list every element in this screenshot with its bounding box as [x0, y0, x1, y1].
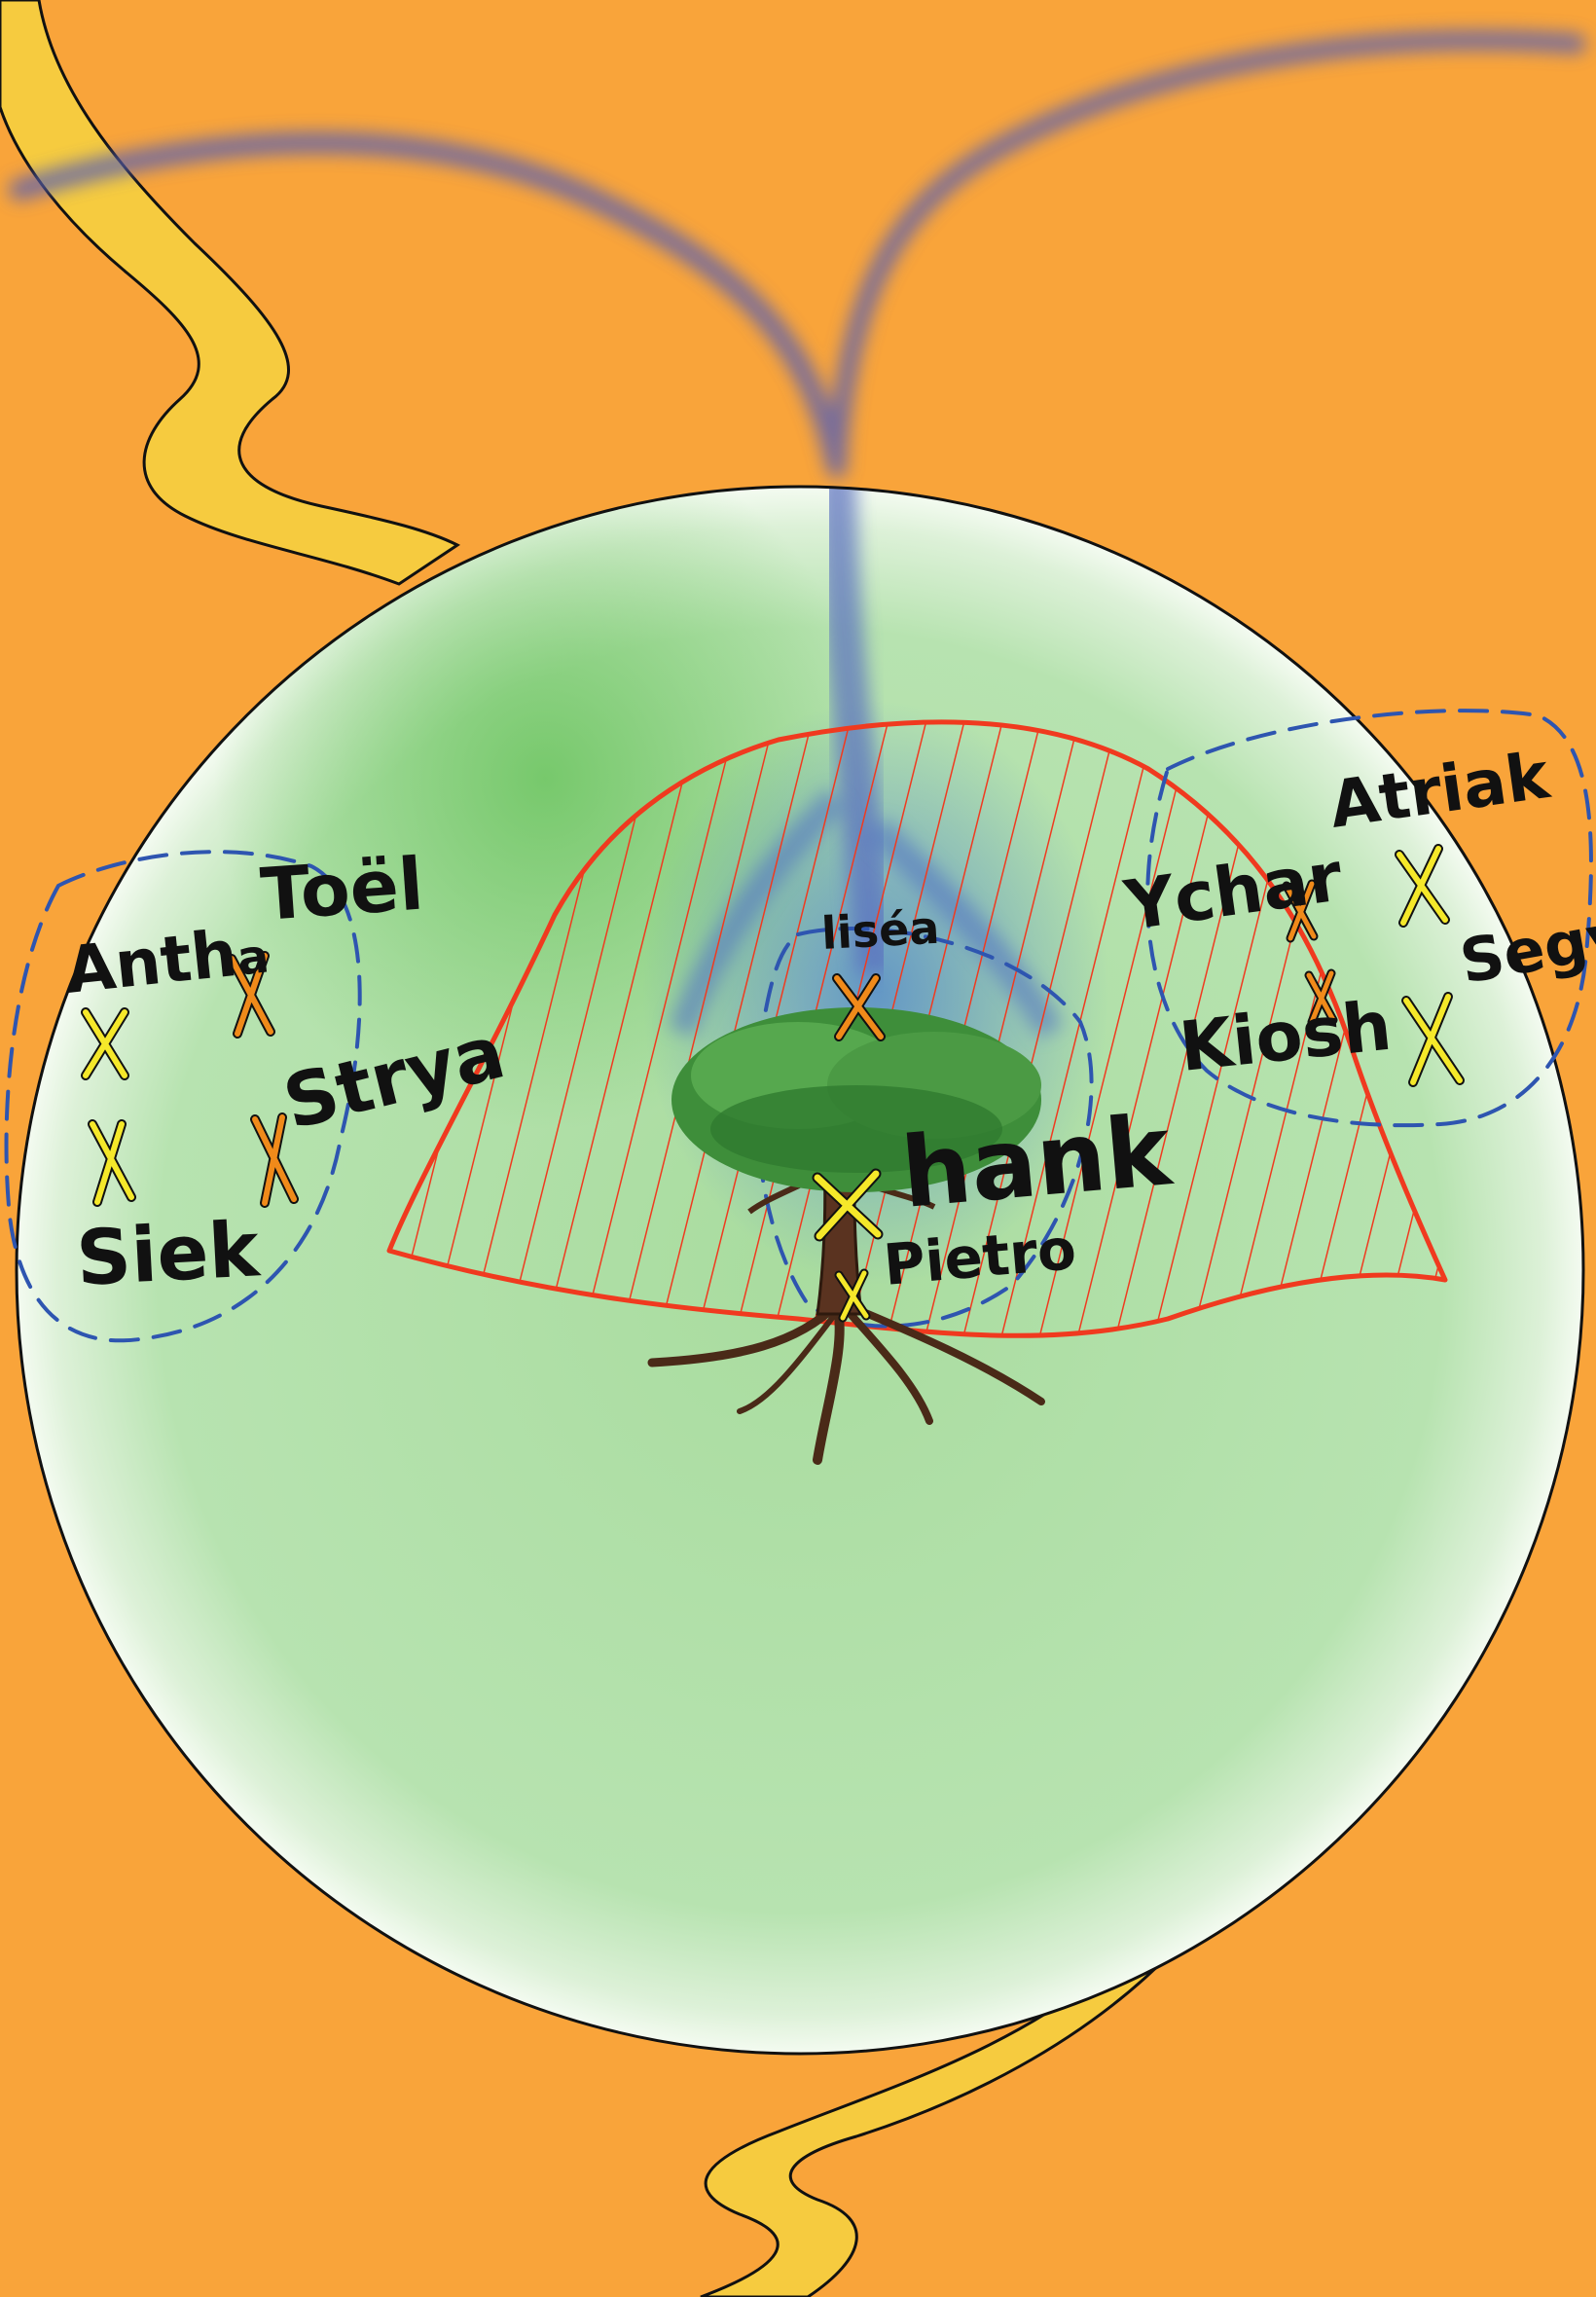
boundary-west [4, 850, 362, 1343]
label-hank: hank [897, 1093, 1178, 1230]
lisea-marker [832, 973, 886, 1041]
hank-marker [812, 1168, 884, 1242]
kiosh-marker [1304, 968, 1338, 1027]
river-north [0, 0, 460, 586]
markers [81, 844, 1465, 1323]
boundary-east [1145, 709, 1593, 1128]
siek-marker [88, 1119, 136, 1207]
label-siek: Siek [74, 1206, 263, 1303]
label-toel: Toël [258, 843, 426, 937]
pietro-marker [834, 1268, 871, 1323]
label-anthia-main: Anth [62, 916, 241, 1008]
label-lisea: liséa [820, 901, 941, 960]
anthia-marker [81, 1007, 129, 1080]
smoke-plume [9, 30, 1586, 478]
atriak-marker [1395, 844, 1450, 928]
ychar-marker [1282, 879, 1319, 943]
strya-marker [250, 1112, 299, 1208]
segy-marker [1401, 992, 1465, 1087]
boundary-center [754, 927, 1094, 1329]
toel-marker [227, 951, 275, 1039]
place-labels: Antha Toël Strya Siek liséa hank Pietro … [62, 738, 1596, 1303]
boundary-lines [4, 709, 1593, 1343]
label-anthia-suffix: a [235, 929, 272, 986]
label-anthia: Antha [62, 912, 272, 1007]
